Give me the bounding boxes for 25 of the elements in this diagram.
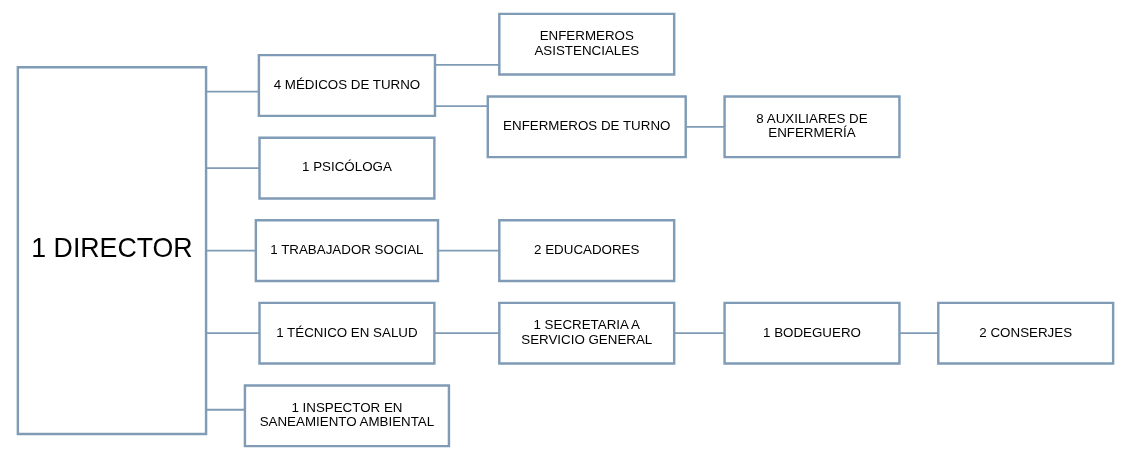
connector [684, 125, 725, 128]
connector [204, 166, 260, 169]
connector [204, 90, 260, 92]
node-box: ENFERMEROS ASISTENCIALES [497, 12, 675, 76]
node-box: 1 INSPECTOR EN SANEAMIENTO AMBIENTAL [243, 383, 450, 447]
node-box: 1 TÉCNICO EN SALUD [257, 301, 436, 365]
connector [436, 249, 500, 252]
connector [204, 249, 257, 252]
node-box: ENFERMEROS DE TURNO [486, 94, 687, 158]
node-box: 1 BODEGUERO [722, 301, 901, 365]
node-box: 8 AUXILIARES DE ENFERMERÍA [722, 94, 901, 158]
node-box: 1 PSICÓLOGA [257, 136, 436, 200]
node-box: 1 SECRETARIA A SERVICIO GENERAL [497, 301, 675, 365]
node-box: 1 DIRECTOR [16, 65, 207, 435]
node-box: 2 EDUCADORES [497, 218, 675, 282]
node-box: 4 MÉDICOS DE TURNO [257, 53, 436, 117]
connector [898, 331, 939, 334]
connector [433, 63, 500, 66]
connector [433, 331, 500, 334]
connector [204, 331, 260, 334]
connector [673, 331, 725, 334]
node-box: 2 CONSERJES [936, 301, 1114, 365]
node-box: 1 TRABAJADOR SOCIAL [254, 218, 439, 282]
connector [204, 408, 245, 411]
connector [433, 104, 489, 107]
